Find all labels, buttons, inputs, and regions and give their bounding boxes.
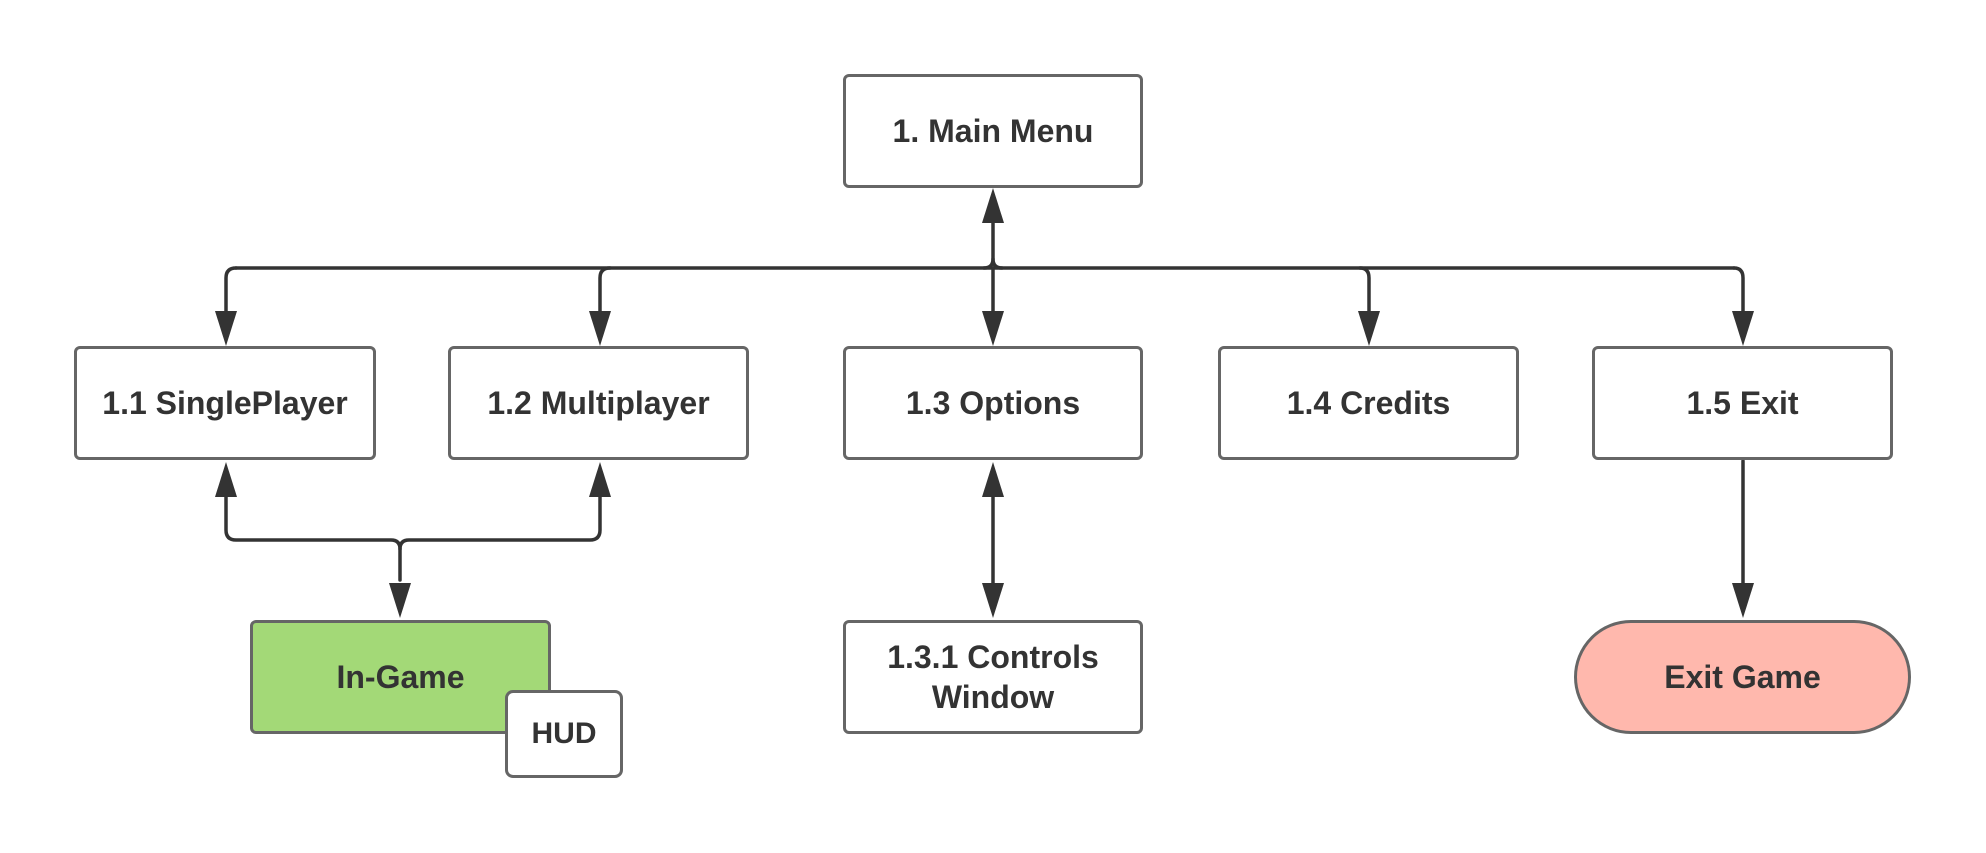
node-multiplayer-label: 1.2 Multiplayer — [487, 385, 710, 421]
connector-singleplayer-down — [224, 486, 402, 582]
node-exit-game-label: Exit Game — [1664, 659, 1821, 695]
node-multiplayer: 1.2 Multiplayer — [448, 346, 749, 460]
arrowhead-credits — [1358, 311, 1380, 346]
connector-multiplayer-down — [398, 486, 602, 551]
arrowhead-singleplayer — [215, 311, 237, 346]
arrowhead-up-multiplayer — [589, 462, 611, 497]
arrowhead-options — [982, 311, 1004, 346]
connector-to-exit — [1732, 266, 1745, 320]
node-in-game-label: In-Game — [336, 659, 465, 695]
arrowhead-multiplayer — [589, 311, 611, 346]
node-singleplayer: 1.1 SinglePlayer — [74, 346, 376, 460]
connector-to-multiplayer — [598, 266, 612, 320]
arrowhead-in-game — [389, 583, 411, 618]
node-options: 1.3 Options — [843, 346, 1143, 460]
arrowhead-exit-game — [1732, 583, 1754, 618]
node-exit-game: Exit Game — [1574, 620, 1911, 734]
node-exit-label: 1.5 Exit — [1686, 385, 1799, 421]
arrowhead-controls — [982, 583, 1004, 618]
node-exit: 1.5 Exit — [1592, 346, 1893, 460]
arrowhead-up-singleplayer — [215, 462, 237, 497]
arrowhead-up-options — [982, 462, 1004, 497]
node-controls-window: 1.3.1 Controls Window — [843, 620, 1143, 734]
node-credits: 1.4 Credits — [1218, 346, 1519, 460]
node-credits-label: 1.4 Credits — [1286, 385, 1451, 421]
node-main-menu-label: 1. Main Menu — [892, 113, 1094, 149]
node-hud: HUD — [505, 690, 623, 778]
node-in-game: In-Game — [250, 620, 551, 734]
arrowhead-exit — [1732, 311, 1754, 346]
node-controls-window-line2: Window — [931, 679, 1055, 715]
node-singleplayer-label: 1.1 SinglePlayer — [102, 385, 348, 421]
node-main-menu: 1. Main Menu — [843, 74, 1143, 188]
arrowhead-main-menu — [982, 188, 1004, 223]
connector-to-credits — [1358, 266, 1371, 320]
node-options-label: 1.3 Options — [905, 385, 1081, 421]
node-hud-label: HUD — [531, 717, 597, 750]
node-controls-window-line1: 1.3.1 Controls — [887, 639, 1099, 675]
connector-to-singleplayer — [224, 266, 238, 320]
